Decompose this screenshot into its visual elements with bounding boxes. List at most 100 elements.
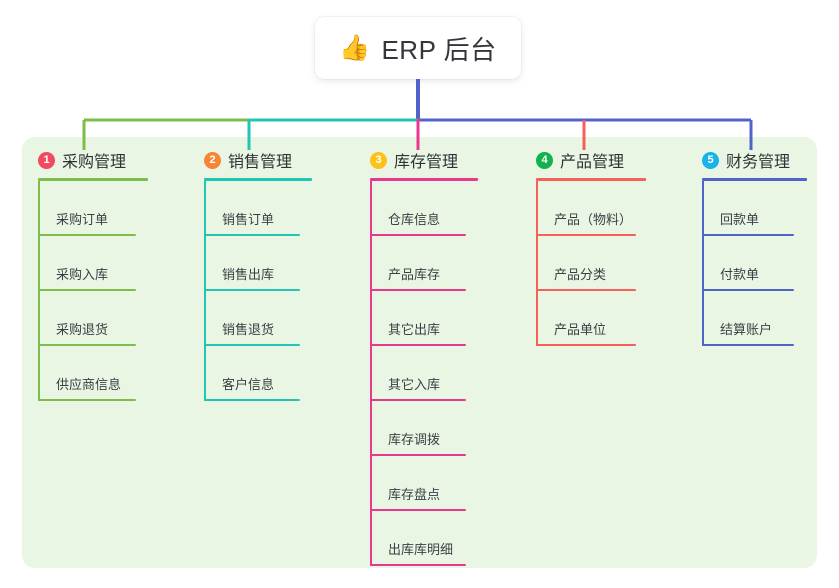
branch-item[interactable]: 产品库存 [370,236,478,291]
item-underline [702,289,794,291]
root-node[interactable]: 👍 ERP 后台 [315,17,521,79]
item-underline [536,234,636,236]
item-stem-line [38,346,40,401]
branch-item-label: 库存调拨 [388,432,441,447]
item-stem-line [370,181,372,236]
item-stem-line [370,291,372,346]
branch-item-label: 仓库信息 [388,212,441,227]
item-underline [38,234,136,236]
item-stem-line [38,291,40,346]
branch-item-list: 销售订单销售出库销售退货客户信息 [204,181,312,401]
branch-item-label: 其它出库 [388,322,441,337]
item-stem-line [536,181,538,236]
branch-header-1[interactable]: 1 采购管理 [38,148,148,172]
item-stem-line [702,291,704,346]
branch-item-label: 采购入库 [56,267,109,282]
branch-number-badge: 1 [38,151,55,169]
branch-column-2: 2 销售管理销售订单销售出库销售退货客户信息 [204,148,312,401]
branch-item[interactable]: 仓库信息 [370,181,478,236]
branch-number-badge: 2 [204,151,221,169]
item-underline [702,234,794,236]
branch-item[interactable]: 库存调拨 [370,401,478,456]
item-stem-line [370,456,372,511]
branch-item[interactable]: 库存盘点 [370,456,478,511]
item-stem-line [536,236,538,291]
branch-title: 财务管理 [726,154,791,171]
branch-title: 销售管理 [228,154,293,171]
branch-item[interactable]: 产品（物料） [536,181,646,236]
branch-item[interactable]: 出库库明细 [370,511,478,566]
branch-column-1: 1 采购管理采购订单采购入库采购退货供应商信息 [38,148,148,401]
item-underline [38,344,136,346]
branch-header-2[interactable]: 2 销售管理 [204,148,312,172]
item-underline [38,289,136,291]
branch-item[interactable]: 采购订单 [38,181,148,236]
item-stem-line [204,181,206,236]
item-underline [370,399,466,401]
branch-header-4[interactable]: 4 产品管理 [536,148,646,172]
branch-item[interactable]: 采购入库 [38,236,148,291]
item-underline [204,344,300,346]
branch-item-list: 仓库信息产品库存其它出库其它入库库存调拨库存盘点出库库明细 [370,181,478,566]
branch-item-label: 销售退货 [222,322,275,337]
item-underline [370,564,466,566]
item-stem-line [370,236,372,291]
item-stem-line [370,401,372,456]
branch-item-label: 出库库明细 [388,542,454,557]
item-underline [204,289,300,291]
branch-item[interactable]: 产品分类 [536,236,646,291]
branch-title: 库存管理 [394,154,459,171]
branch-item-label: 产品单位 [554,322,607,337]
branch-item-label: 产品分类 [554,267,607,282]
branch-item-list: 采购订单采购入库采购退货供应商信息 [38,181,148,401]
branch-item[interactable]: 供应商信息 [38,346,148,401]
item-underline [204,399,300,401]
item-stem-line [204,291,206,346]
branch-item-label: 其它入库 [388,377,441,392]
item-stem-line [370,511,372,566]
branch-header-rule [536,178,646,181]
item-underline [702,344,794,346]
item-underline [370,289,466,291]
branch-header-rule [370,178,478,181]
item-underline [38,399,136,401]
branch-item[interactable]: 销售订单 [204,181,312,236]
branch-item[interactable]: 客户信息 [204,346,312,401]
item-stem-line [204,236,206,291]
branch-header-rule [702,178,807,181]
branch-item[interactable]: 结算账户 [702,291,807,346]
branch-item[interactable]: 其它入库 [370,346,478,401]
branch-item[interactable]: 付款单 [702,236,807,291]
branch-header-rule [204,178,312,181]
branch-item[interactable]: 回款单 [702,181,807,236]
thumbs-up-icon: 👍 [339,33,371,62]
branch-item[interactable]: 产品单位 [536,291,646,346]
branch-item-label: 销售订单 [222,212,275,227]
item-underline [370,344,466,346]
item-underline [536,344,636,346]
item-stem-line [370,346,372,401]
item-stem-line [536,291,538,346]
branch-number-badge: 4 [536,151,553,169]
branch-item[interactable]: 其它出库 [370,291,478,346]
branch-item-list: 回款单付款单结算账户 [702,181,807,346]
branches-panel [22,137,817,568]
root-title: ERP 后台 [381,34,497,65]
branch-item-label: 采购订单 [56,212,109,227]
branch-item-label: 付款单 [720,267,760,282]
branch-header-rule [38,178,148,181]
branch-item[interactable]: 销售退货 [204,291,312,346]
item-underline [370,234,466,236]
branch-item-list: 产品（物料） 产品分类产品单位 [536,181,646,346]
item-stem-line [702,181,704,236]
branch-item[interactable]: 采购退货 [38,291,148,346]
branch-item[interactable]: 销售出库 [204,236,312,291]
branch-title: 采购管理 [62,154,127,171]
branch-item-label: 库存盘点 [388,487,441,502]
branch-title: 产品管理 [560,154,625,171]
item-underline [536,289,636,291]
